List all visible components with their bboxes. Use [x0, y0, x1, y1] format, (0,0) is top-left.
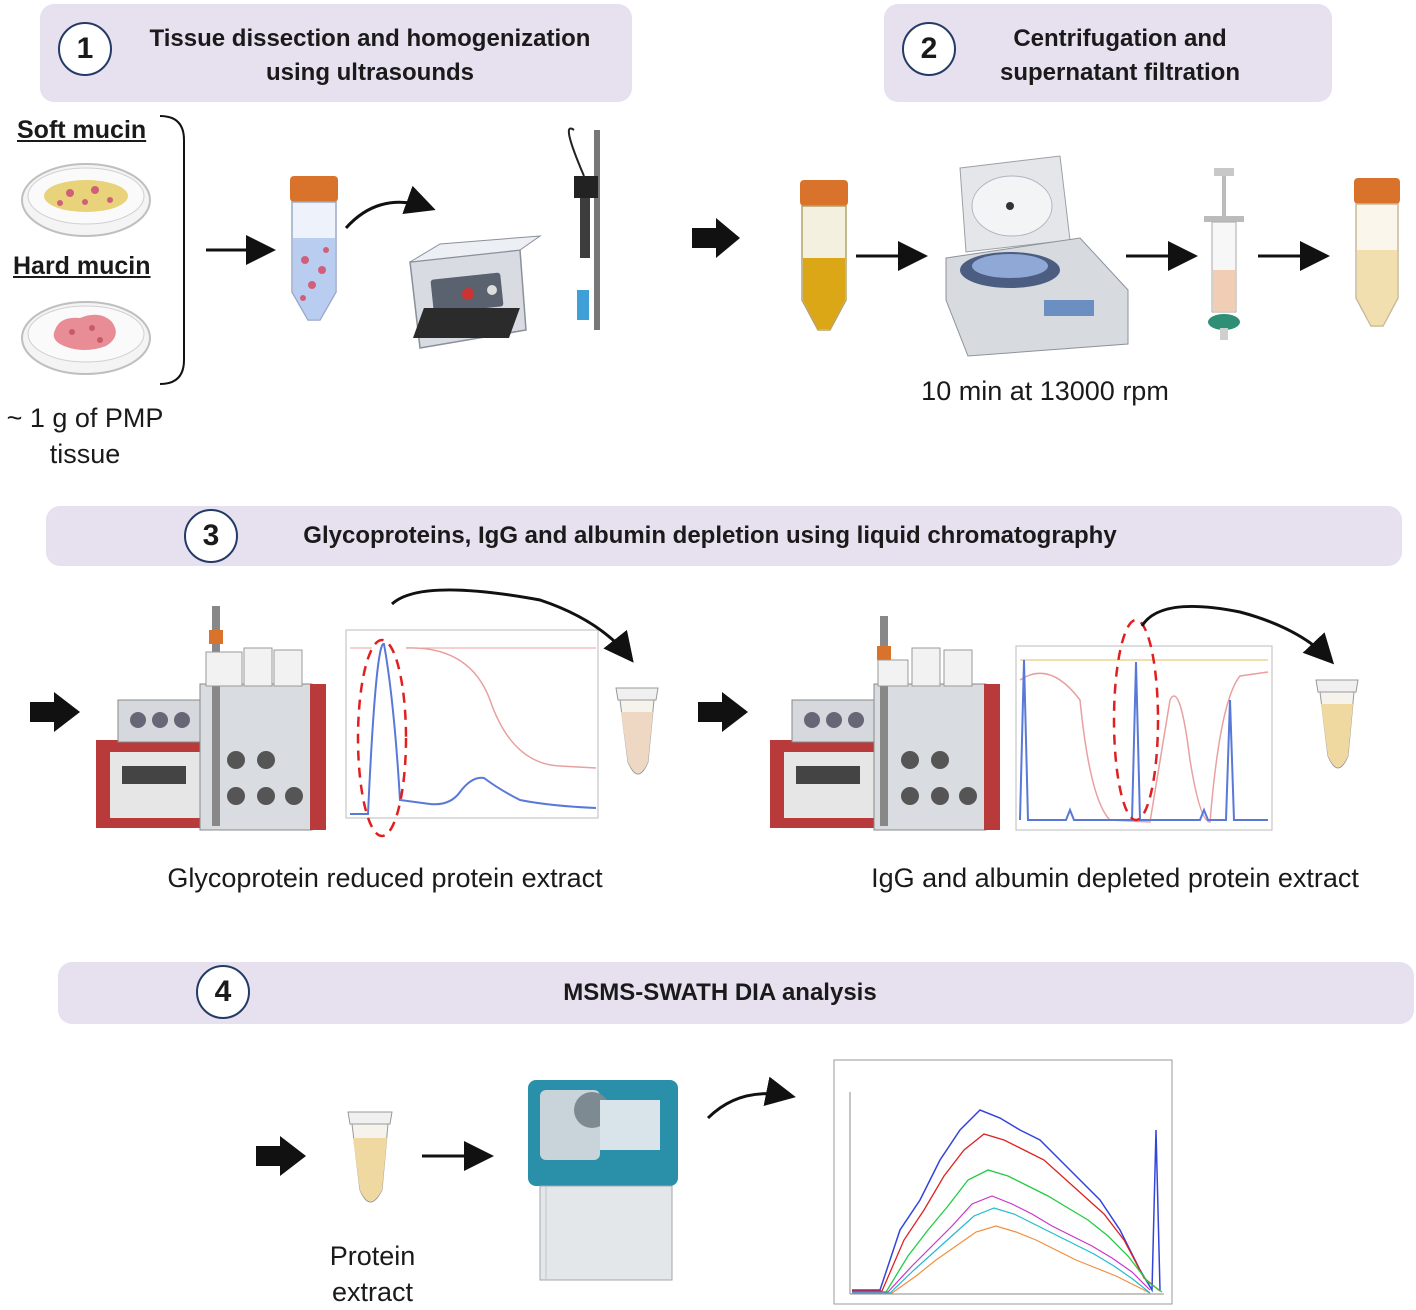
protein-extract-line2: extract	[331, 1277, 414, 1307]
syringe-filter-icon	[1204, 168, 1244, 340]
block-arrow-into-step3	[30, 692, 80, 732]
hard-mucin-dish-icon	[21, 301, 151, 375]
chromatogram-2	[1015, 618, 1273, 831]
tissue-amount-label: ~ 1 g of PMP tissue	[0, 400, 170, 472]
step2-title-line2: supernatant filtration	[999, 59, 1240, 86]
hplc-system-2-icon	[770, 616, 1000, 831]
curved-arrow-peak2-to-tube	[1140, 604, 1335, 665]
filtered-tube-icon	[1354, 178, 1400, 327]
curved-arrow-peak1-to-tube	[390, 588, 634, 663]
step1-title: Tissue dissection and homogenization usi…	[120, 22, 620, 90]
glycoprotein-extract-label: Glycoprotein reduced protein extract	[167, 863, 603, 893]
step2-title-line1: Centrifugation and	[1013, 25, 1227, 52]
step4-title: MSMS-SWATH DIA analysis	[563, 979, 877, 1006]
sonicator-icon	[409, 127, 600, 349]
curved-arrow-to-sonicator	[344, 185, 436, 230]
step1-title-line1: Tissue dissection and homogenization	[149, 25, 591, 52]
yellow-tube-icon	[800, 180, 848, 331]
sample-bracket	[159, 115, 185, 385]
step2-number: 2	[902, 22, 956, 76]
depleted-extract-label: IgG and albumin depleted protein extract	[871, 863, 1359, 893]
step2-banner	[884, 4, 1332, 102]
tissue-amount-line2: tissue	[49, 439, 121, 469]
hard-mucin-label: Hard mucin	[13, 252, 151, 280]
protein-extract-label: Protein extract	[300, 1238, 445, 1310]
step3-banner	[46, 506, 1402, 566]
eppendorf-1-icon	[615, 687, 659, 775]
curved-arrow-to-spectrum	[706, 1076, 796, 1120]
hplc-system-1-icon	[96, 606, 326, 831]
block-arrow-step1-to-2	[692, 218, 740, 258]
step1-banner	[40, 4, 632, 102]
protein-extract-line1: Protein	[329, 1241, 416, 1271]
step4-banner	[58, 962, 1414, 1024]
step1-number: 1	[58, 22, 112, 76]
eppendorf-2-icon	[1315, 679, 1359, 769]
tissue-amount-line1: ~ 1 g of PMP	[6, 403, 164, 433]
swath-spectrum-chart	[833, 1059, 1173, 1305]
mass-spectrometer-icon	[528, 1080, 678, 1281]
centrifuge-icon	[945, 155, 1129, 357]
protein-extract-tube-icon	[347, 1111, 393, 1203]
step3-title: Glycoproteins, IgG and albumin depletion…	[303, 522, 1117, 549]
step2-title: Centrifugation and supernatant filtratio…	[960, 22, 1280, 90]
step4-number: 4	[196, 965, 250, 1019]
step1-title-line2: using ultrasounds	[265, 59, 474, 86]
step3-number: 3	[184, 509, 238, 563]
block-arrow-between-hplc	[698, 692, 748, 732]
chromatogram-1	[345, 629, 599, 838]
tissue-tube-icon	[290, 176, 338, 321]
block-arrow-into-step4	[256, 1136, 306, 1176]
soft-mucin-dish-icon	[21, 163, 151, 237]
soft-mucin-label: Soft mucin	[17, 116, 147, 144]
centrifuge-label: 10 min at 13000 rpm	[921, 376, 1169, 406]
